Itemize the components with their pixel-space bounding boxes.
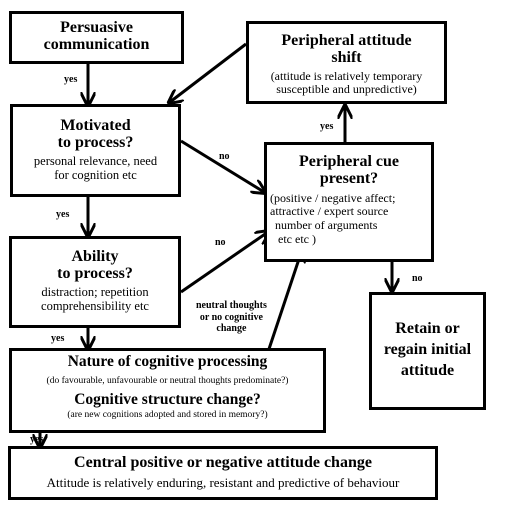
cue-title-line2: present? bbox=[319, 170, 379, 188]
retain-title-line1: Retain or bbox=[395, 320, 460, 337]
nature-title2: Cognitive structure change? bbox=[74, 390, 261, 408]
ability-title-line2: to process? bbox=[57, 265, 133, 283]
ability-sub-line2: comprehensibility etc bbox=[41, 298, 149, 313]
peripheral-cue-present-box: Peripheral cue present? (positive / nega… bbox=[264, 142, 434, 262]
shift-sub-line1: (attitude is relatively temporary bbox=[270, 68, 423, 83]
retain-title-line2: regain initial bbox=[383, 340, 472, 358]
label-no-motivated: no bbox=[219, 151, 230, 162]
cue-title-line1: Peripheral cue bbox=[299, 153, 399, 170]
cue-sub-line1: (positive / negative affect; bbox=[270, 190, 396, 205]
retain-initial-attitude-box: Retain or regain initial attitude bbox=[369, 292, 486, 410]
motivated-title-line2: to process? bbox=[57, 134, 134, 152]
central-attitude-change-box: Central positive or negative attitude ch… bbox=[8, 446, 438, 500]
label-yes-cue: yes bbox=[320, 121, 334, 132]
label-yes-motivated: yes bbox=[56, 209, 70, 220]
motivated-sub-line2: for cognition etc bbox=[54, 167, 137, 182]
arrow-nature-to-cue bbox=[266, 250, 302, 353]
persuasive-title-line1: Persuasive bbox=[60, 19, 133, 36]
ability-to-process-box: Ability to process? distraction; repetit… bbox=[9, 236, 181, 328]
peripheral-attitude-shift-box: Peripheral attitude shift (attitude is r… bbox=[246, 21, 447, 104]
persuasive-communication-box: Persuasive communication bbox=[9, 11, 184, 64]
retain-title-line3: attitude bbox=[400, 361, 455, 379]
neutral-line3: change bbox=[216, 323, 247, 334]
label-yes-ability: yes bbox=[51, 333, 65, 344]
motivated-sub-line1: personal relevance, need bbox=[33, 153, 158, 168]
label-no-cue: no bbox=[412, 273, 423, 284]
ability-sub-line1: distraction; repetition bbox=[41, 284, 149, 299]
shift-title-line1: Peripheral attitude bbox=[281, 32, 412, 49]
label-no-ability: no bbox=[215, 237, 226, 248]
label-yes-nature: yes bbox=[30, 434, 44, 445]
motivated-to-process-box: Motivated to process? personal relevance… bbox=[10, 104, 181, 197]
motivated-title-line1: Motivated bbox=[60, 117, 131, 134]
neutral-line1: neutral thoughts bbox=[196, 300, 267, 311]
arrow-motivated-to-cue bbox=[180, 139, 264, 192]
arrow-shift-to-motivated bbox=[170, 42, 247, 102]
central-title: Central positive or negative attitude ch… bbox=[74, 454, 372, 471]
arrow-ability-to-cue bbox=[180, 232, 268, 294]
label-yes-persuasive: yes bbox=[64, 74, 78, 85]
shift-title-line2: shift bbox=[331, 49, 362, 67]
nature-title: Nature of cognitive processing bbox=[67, 353, 268, 370]
ability-title-line1: Ability bbox=[71, 248, 119, 265]
nature-sub2: (are new cognitions adopted and stored i… bbox=[67, 410, 268, 421]
central-sub: Attitude is relatively enduring, resista… bbox=[46, 475, 400, 491]
shift-sub-line2: susceptible and unpredictive) bbox=[276, 82, 417, 97]
cue-sub-line3: number of arguments bbox=[275, 218, 378, 233]
nature-sub: (do favourable, unfavourable or neutral … bbox=[46, 375, 289, 386]
nature-of-cognitive-processing-box: Nature of cognitive processing (do favou… bbox=[9, 348, 326, 433]
persuasive-title-line2: communication bbox=[43, 36, 150, 54]
cue-sub-line2: attractive / expert source bbox=[270, 204, 389, 219]
cue-sub-line4: etc etc ) bbox=[278, 231, 316, 246]
label-neutral-thoughts: neutral thoughts or no cognitive change bbox=[196, 300, 267, 335]
neutral-line2: or no cognitive bbox=[199, 311, 263, 323]
